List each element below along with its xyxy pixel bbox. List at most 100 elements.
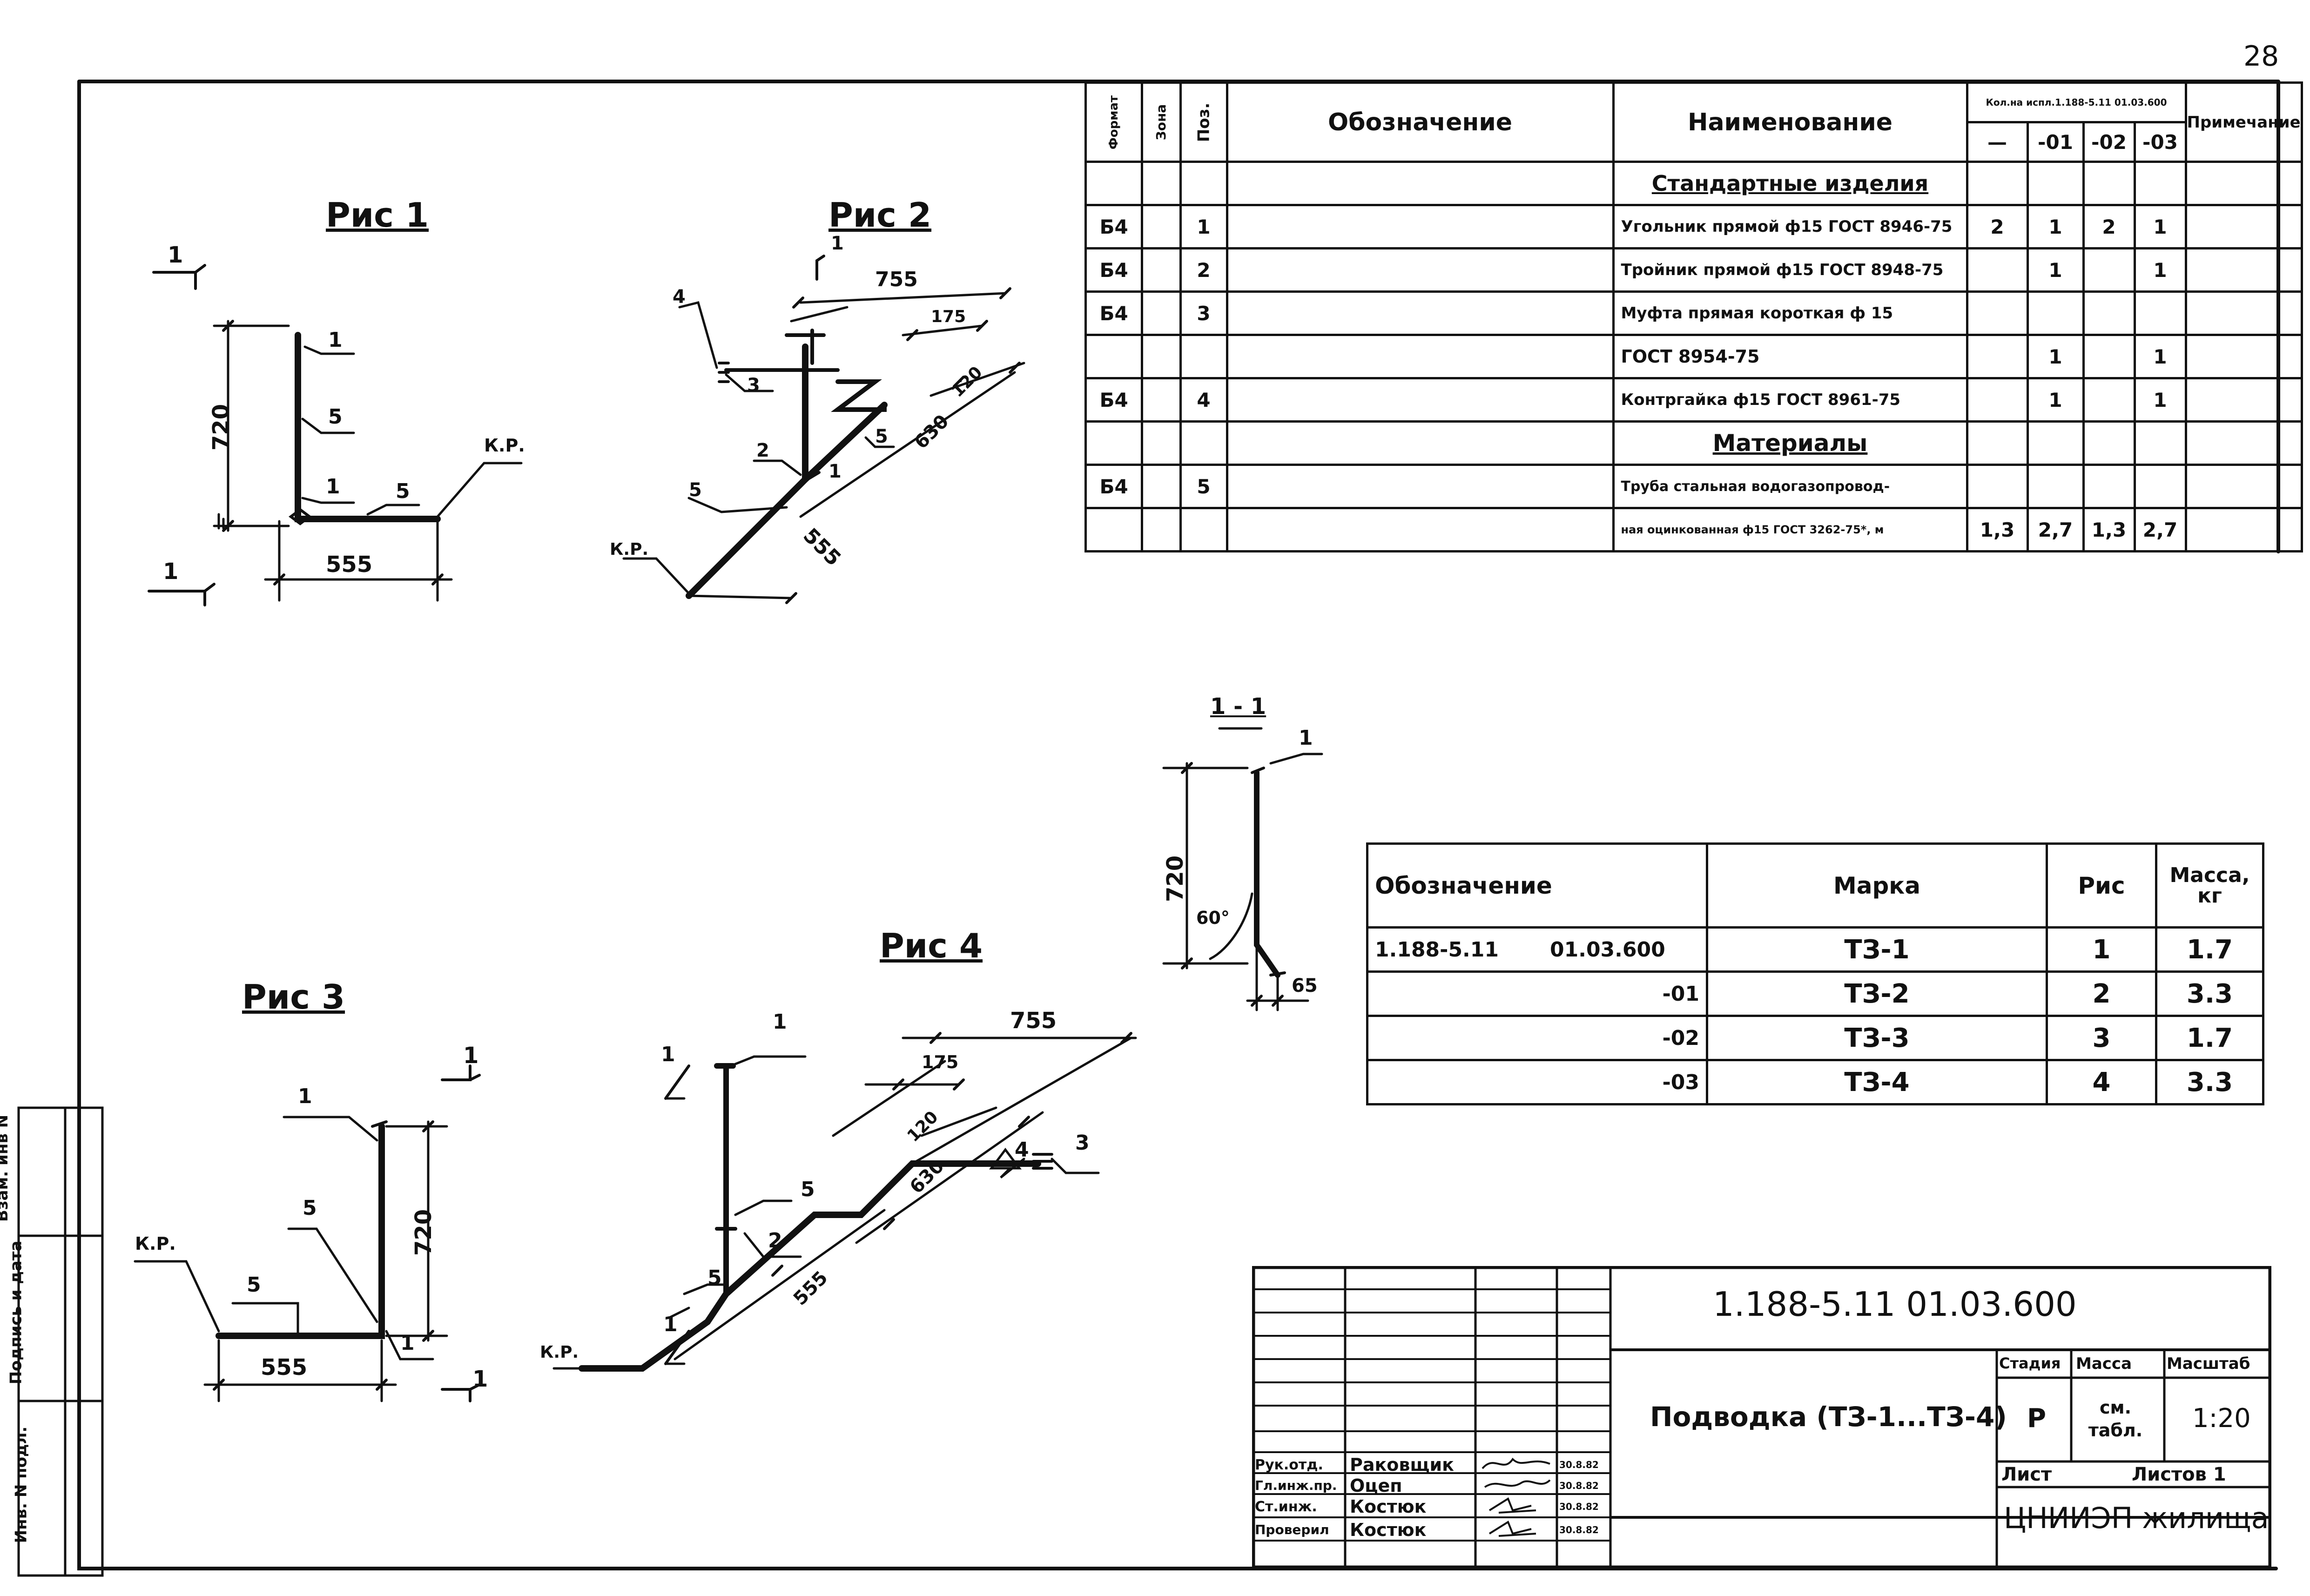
stage-value: Р [2027, 1403, 2047, 1434]
org-name: ЦНИИЭП жилища [2004, 1501, 2269, 1535]
fig4-label-pos5b: 5 [707, 1266, 722, 1290]
sheets-label: Листов 1 [2132, 1464, 2226, 1485]
fig1-label-kp: К.Р. [484, 435, 525, 456]
marks-header-mass: Масса, кг [2155, 842, 2264, 929]
spec-row: ГОСТ 8954-75 1 1 [1084, 334, 2303, 379]
spec-header-qty: Кол.на испл.1.188-5.11 01.03.600 [1966, 81, 2187, 123]
marks-header-mark: Марка [1706, 842, 2048, 929]
spec-row: Б4 2 Тройник прямой ф15 ГОСТ 8948-75 1 1 [1084, 247, 2303, 293]
fig3-title: Рис 3 [242, 977, 345, 1017]
fig2-drawing [622, 255, 1025, 604]
fig1-dim-height: 720 [208, 404, 235, 451]
doc-title: Подводка (ТЗ-1...ТЗ-4) [1650, 1401, 2007, 1433]
fig3-label-pos5-vert: 5 [303, 1196, 317, 1220]
fig4-label-kp: К.Р. [540, 1343, 579, 1362]
marks-row: -02 ТЗ-3 3 1.7 [1366, 1015, 2264, 1061]
fig1-label-pos5-vert: 5 [328, 405, 343, 429]
fig4-label-pos5a: 5 [801, 1178, 815, 1201]
signature-image [1484, 1479, 1551, 1488]
spec-row: Б4 5 Труба стальная водогазопровод- [1084, 464, 2303, 509]
fig2-dim-755: 755 [875, 268, 918, 291]
side-stamp-label-inv: Взам. инв N [0, 1115, 12, 1222]
page-number: 28 [2243, 40, 2279, 73]
section11-drawing [1162, 727, 1323, 1011]
fig4-dim-175: 175 [922, 1052, 959, 1072]
title-block: 1.188-5.11 01.03.600 Подводка (ТЗ-1...ТЗ… [1252, 1266, 2271, 1569]
marks-row: -01 ТЗ-2 2 3.3 [1366, 970, 2264, 1017]
fig2-dim-175: 175 [931, 307, 966, 326]
fig3-label-kp: К.Р. [135, 1233, 176, 1254]
fig2-label-pos3: 3 [747, 375, 760, 396]
fig3-dim-length: 555 [261, 1354, 308, 1381]
scale-label: Масштаб [2167, 1354, 2250, 1373]
section11-pipe [1254, 770, 1280, 978]
fig2-label-pos4: 4 [673, 286, 686, 308]
marks-sub: 01.03.600 [1550, 937, 1665, 962]
marks-sub: -03 [1662, 1070, 1700, 1094]
section11-dim-offset: 65 [1292, 975, 1318, 997]
spec-header-q1: -01 [2026, 121, 2085, 163]
specification-table: Формат Зона Поз. Обозначение Наименовани… [1084, 81, 2303, 552]
mass-value: см. табл. [2088, 1397, 2143, 1441]
fig4-label-pos2: 2 [768, 1229, 782, 1253]
fig1-label-pos1-top: 1 [328, 328, 343, 352]
spec-row: Б4 3 Муфта прямая короткая ф 15 [1084, 290, 2303, 336]
fig4-title: Рис 4 [880, 926, 983, 965]
fig3-label-pos1-bottom: 1 [400, 1331, 415, 1355]
fig1-dim-length: 555 [326, 552, 373, 578]
fig2-pipe [686, 343, 888, 599]
fig3-pipe [216, 1123, 385, 1339]
spec-header-note: Примечание [2184, 81, 2303, 163]
fig4-label-pos1: 1 [773, 1010, 787, 1034]
section11-dim-height: 720 [1162, 855, 1189, 902]
scale-value: 1:20 [2192, 1403, 2251, 1434]
fig1-label-pos5-horiz: 5 [396, 479, 410, 503]
spec-row: Б4 4 Контргайка ф15 ГОСТ 8961-75 1 1 [1084, 377, 2303, 423]
spec-section-standard: Стандартные изделия [1612, 161, 1968, 206]
section11-label-pos1: 1 [1299, 726, 1313, 750]
signature-image [1482, 1457, 1550, 1469]
fig1-section-marks [148, 271, 206, 606]
spec-header-q0: — [1966, 121, 2029, 163]
fig4-drawing [552, 1032, 1137, 1372]
side-stamp-label-podl: Инв. N подл. [12, 1426, 31, 1543]
fig2-label-pos5b: 5 [689, 479, 702, 501]
fig3-section-mark-top: 1 [463, 1043, 479, 1069]
fig1-drawing [148, 264, 523, 606]
side-stamp-frame [17, 1106, 104, 1577]
spec-row: ная оцинкованная ф15 ГОСТ 3262-75*, м 1,… [1084, 507, 2303, 552]
marks-table: Обозначение Марка Рис Масса, кг 1.188-5.… [1366, 842, 2264, 1105]
spec-row: Материалы [1084, 420, 2303, 466]
side-stamp-label-sign: Подпись и дата [7, 1240, 26, 1385]
marks-code: 1.188-5.11 [1375, 937, 1499, 962]
spec-row: Стандартные изделия [1084, 161, 2303, 206]
signature-image [1488, 1521, 1536, 1537]
fig4-label-pos4: 4 [1015, 1138, 1029, 1162]
fig2-title: Рис 2 [828, 195, 932, 235]
fig3-drawing [134, 1064, 481, 1402]
signature-image [1488, 1497, 1536, 1514]
spec-header-designation: Обозначение [1226, 81, 1615, 163]
spec-header-pos: Поз. [1194, 102, 1213, 142]
fig2-label-pos2: 2 [756, 440, 769, 461]
fig3-section-mark-bottom: 1 [472, 1366, 488, 1392]
spec-header-q2: -02 [2082, 121, 2136, 163]
mass-label: Масса [2076, 1354, 2132, 1373]
fig2-label-pos1: 1 [828, 461, 842, 482]
fig3-dim-height: 720 [411, 1209, 437, 1256]
fig1-pipe [295, 332, 441, 522]
fig4-label-pos3: 3 [1075, 1131, 1090, 1155]
fig2-label-pos5a: 5 [875, 426, 888, 447]
spec-section-materials: Материалы [1612, 420, 1968, 466]
fig4-dim-755: 755 [1010, 1008, 1057, 1034]
sheet-label: Лист [2001, 1464, 2052, 1485]
fig1-section-mark-top: 1 [168, 242, 183, 268]
section11-dim-angle: 60° [1196, 908, 1230, 928]
spec-header-format: Формат [1107, 95, 1121, 149]
title-block-grid [1252, 1266, 2271, 1569]
section11-title: 1 - 1 [1210, 694, 1266, 720]
spec-header-zone: Зона [1153, 104, 1169, 141]
